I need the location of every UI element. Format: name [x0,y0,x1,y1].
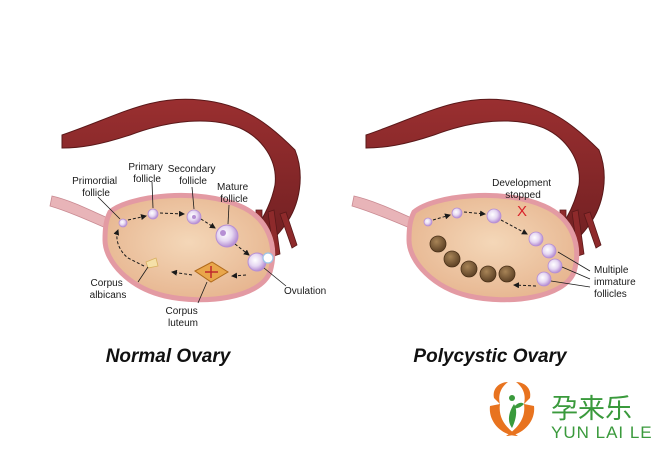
label-ovulation: Ovulation [284,286,326,297]
immature-follicle [542,244,556,258]
label-primary-follicle: Primary follicle [128,162,165,185]
brand-chinese-name: 孕来乐 [551,394,632,425]
normal-ovary-illustration: Primordial follicle Primary follicle Sec… [50,99,326,367]
normal-ovary-body [105,195,273,299]
development-stopped-mark: X [517,203,527,220]
brand-english-name: YUN LAI LE [551,423,653,442]
pco-secondary-follicle [487,209,501,223]
pco-primordial-follicle [424,218,432,226]
immature-follicle [529,232,543,246]
immature-follicle [537,272,551,286]
normal-ovary-title: Normal Ovary [106,346,232,367]
brand-emblem-icon [490,382,534,436]
label-corpus-luteum: Corpus luteum [165,306,200,329]
cyst [461,261,477,277]
pco-primary-follicle [452,208,462,218]
cyst [430,236,446,252]
released-oocyte [263,253,273,263]
label-primordial-follicle: Primordial follicle [72,176,120,199]
mature-follicle [216,225,238,247]
brand-logo: 孕来乐 YUN LAI LE [490,382,653,442]
cyst [444,251,460,267]
immature-follicle [548,259,562,273]
mature-follicle-oocyte [220,230,226,236]
label-multiple-immature-follicles: Multiple immature follicles [594,265,638,300]
polycystic-ovary-illustration: Development stopped X Multiple immature … [352,99,638,367]
label-secondary-follicle: Secondary follicle [168,164,219,187]
primordial-follicle [119,219,127,227]
cyst [480,266,496,282]
secondary-follicle-oocyte [192,215,196,219]
primary-follicle [148,209,158,219]
cyst [499,266,515,282]
label-mature-follicle: Mature follicle [217,182,251,205]
label-corpus-albicans: Corpus albicans [90,278,127,301]
polycystic-ovary-title: Polycystic Ovary [413,346,568,367]
